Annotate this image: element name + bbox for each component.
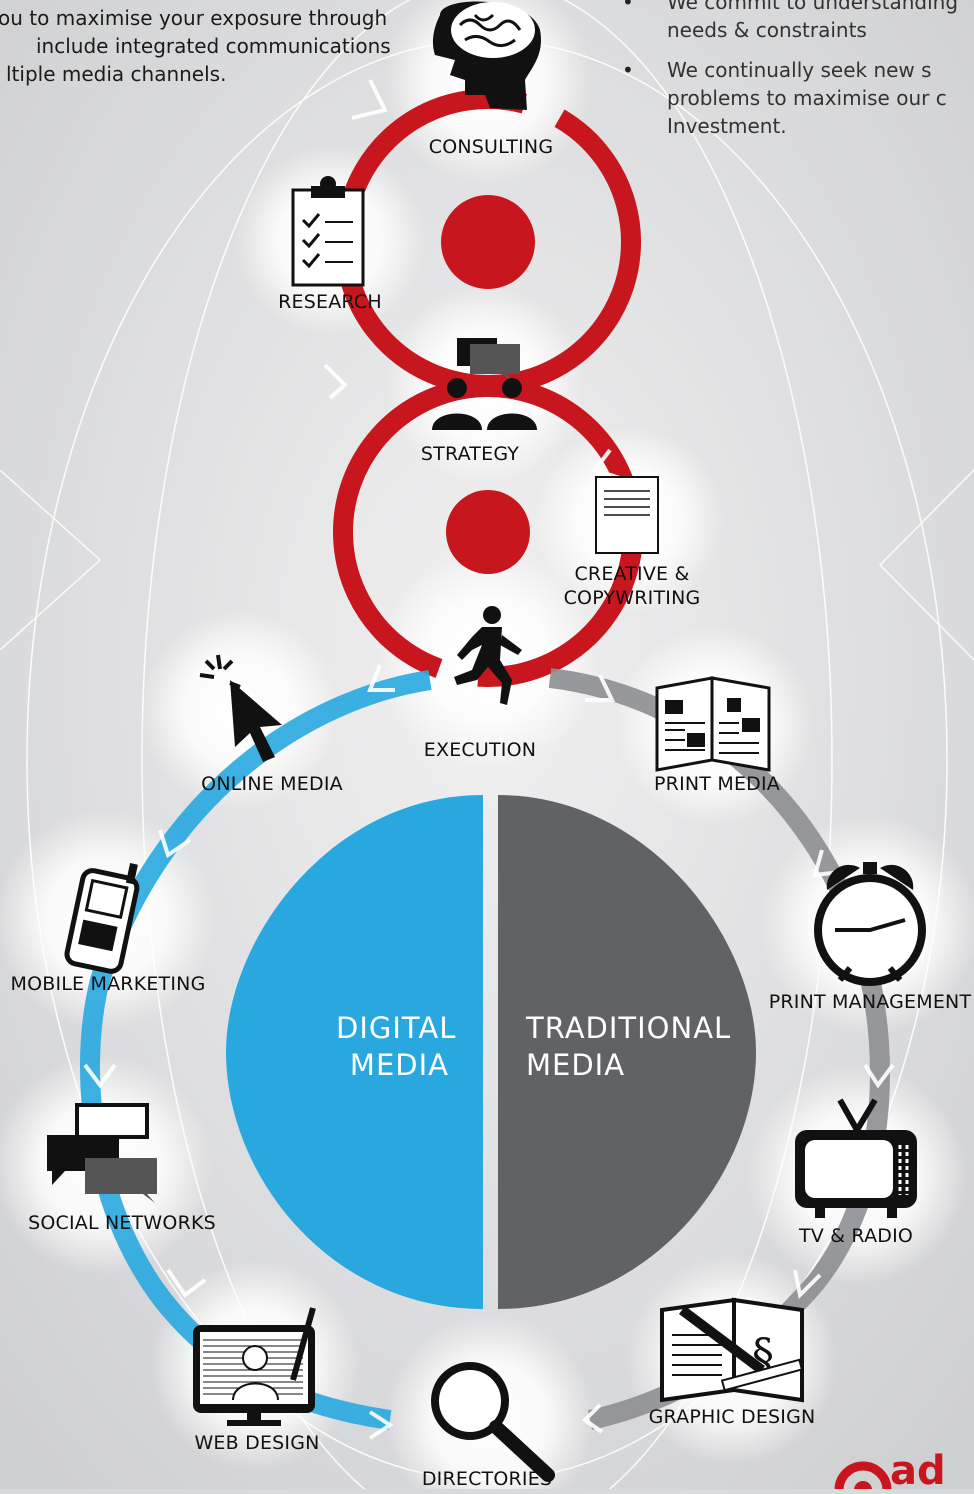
mobile-phone-icon: [64, 863, 140, 974]
newspaper-icon: [655, 676, 771, 772]
traditional-media-line-2: MEDIA: [526, 1048, 626, 1082]
bullet-list: We commit to understanding needs & const…: [622, 0, 974, 152]
label-consulting: CONSULTING: [428, 136, 554, 158]
label-print-management: PRINT MANAGEMENT: [768, 991, 972, 1013]
bullet-line: needs & constraints: [667, 18, 867, 42]
digital-media-line-1: DIGITAL: [336, 1011, 457, 1045]
bullet-line: We commit to understanding: [667, 0, 959, 14]
upper-red-dot: [441, 195, 535, 289]
label-graphic-design: GRAPHIC DESIGN: [648, 1406, 816, 1428]
ring-chevrons: [83, 79, 895, 1440]
brain-head-icon: [432, 1, 542, 110]
tv-icon: [795, 1098, 917, 1218]
label-directories: DIRECTORIES: [421, 1468, 553, 1490]
label-creative-line-1: CREATIVE &: [574, 563, 690, 585]
label-execution: EXECUTION: [423, 739, 537, 761]
magnifier-icon: [431, 1362, 555, 1482]
digital-media-half-shape: [226, 795, 483, 1309]
label-social-networks: SOCIAL NETWORKS: [28, 1212, 216, 1234]
document-icon: [595, 476, 659, 554]
label-mobile-marketing: MOBILE MARKETING: [10, 973, 206, 995]
intro-line-1: ou to maximise your exposure through: [0, 6, 388, 30]
label-tv-radio: TV & RADIO: [798, 1225, 914, 1247]
cursor-click-icon: [199, 654, 282, 762]
intro-text: ou to maximise your exposure through inc…: [0, 4, 410, 88]
digital-media-line-2: MEDIA: [349, 1048, 449, 1082]
lower-red-loop: [332, 377, 643, 687]
alarm-clock-icon: [814, 862, 926, 986]
bullet-line: We continually seek new s: [667, 58, 932, 82]
label-print-media: PRINT MEDIA: [654, 773, 780, 795]
logo-text: ad: [890, 1448, 946, 1494]
runner-icon: [454, 606, 522, 705]
label-web-design: WEB DESIGN: [194, 1432, 320, 1454]
open-book-icon: §: [660, 1297, 804, 1403]
traditional-media-half-shape: [498, 795, 756, 1309]
bullet-line: problems to maximise our c: [667, 86, 947, 110]
intro-line-3: ltiple media channels.: [6, 62, 227, 86]
traditional-media-label: TRADITIONAL MEDIA: [526, 1010, 731, 1084]
digital-media-label: DIGITAL MEDIA: [336, 1010, 457, 1084]
lower-red-dot: [446, 490, 530, 574]
chat-bubbles-icon: [47, 1103, 157, 1203]
monitor-icon: [193, 1307, 316, 1426]
bullet-line: Investment.: [667, 114, 787, 138]
intro-line-2: include integrated communications: [36, 34, 391, 58]
label-strategy: STRATEGY: [420, 443, 520, 465]
clipboard-icon: [291, 176, 365, 287]
label-online-media: ONLINE MEDIA: [201, 773, 343, 795]
upper-red-loop: [335, 89, 641, 396]
label-creative: CREATIVE & COPYWRITING: [564, 562, 701, 610]
traditional-media-line-1: TRADITIONAL: [526, 1011, 732, 1045]
logo-mark: [834, 1461, 892, 1489]
bullet-item: We continually seek new s problems to ma…: [622, 56, 974, 140]
label-creative-line-2: COPYWRITING: [563, 587, 701, 609]
red-loops: [332, 89, 643, 687]
people-chat-icon: [432, 338, 537, 430]
bullet-item: We commit to understanding needs & const…: [622, 0, 974, 44]
label-research: RESEARCH: [278, 291, 382, 313]
